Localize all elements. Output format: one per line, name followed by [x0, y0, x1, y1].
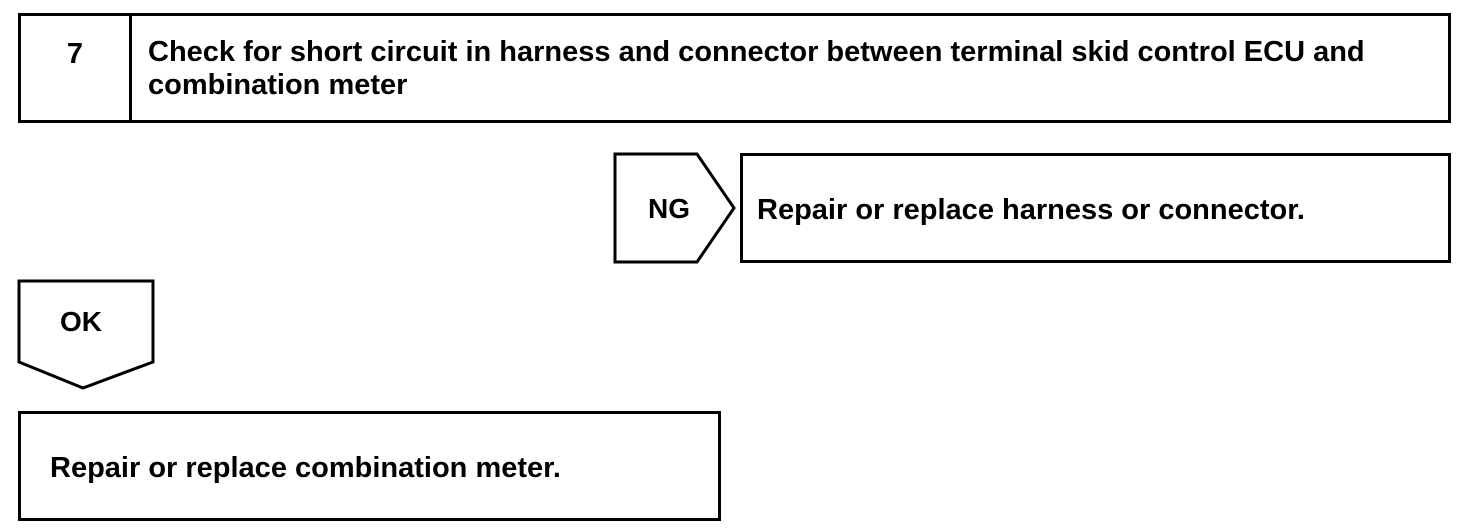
step-title: Check for short circuit in harness and c… — [148, 36, 1365, 101]
ok-action-box: Repair or replace combination meter. — [18, 411, 721, 521]
ng-action-box: Repair or replace harness or connector. — [740, 153, 1451, 263]
ng-action-text: Repair or replace harness or connector. — [757, 194, 1305, 226]
ok-arrow-tag — [17, 279, 155, 390]
ng-arrow-tag — [613, 152, 736, 264]
ng-label: NG — [648, 193, 690, 224]
step-box: 7 Check for short circuit in harness and… — [18, 13, 1451, 123]
step-number-cell: 7 — [21, 16, 132, 120]
step-number: 7 — [66, 38, 84, 70]
ok-label: OK — [60, 306, 102, 337]
ok-action-text: Repair or replace combination meter. — [50, 452, 561, 484]
